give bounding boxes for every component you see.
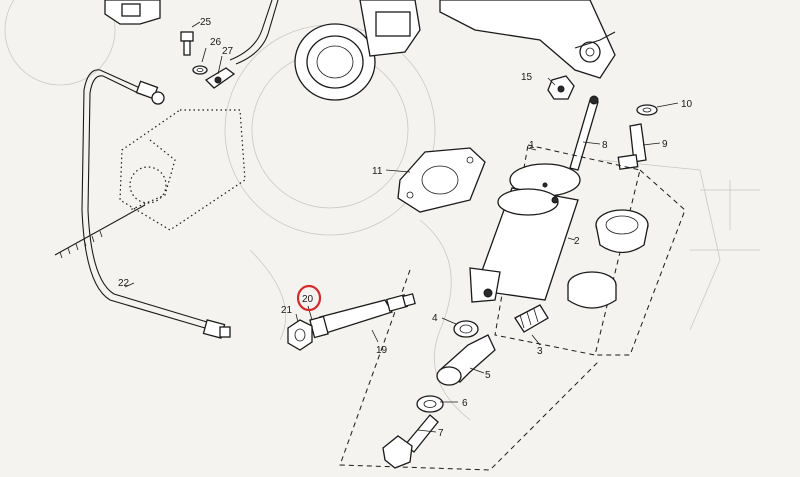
part-4-washer[interactable]: [453, 320, 479, 338]
callout-21[interactable]: 21: [281, 305, 293, 316]
upper-pipe: [229, 0, 273, 61]
part-15-nut[interactable]: [547, 75, 575, 100]
part-27-fork[interactable]: [204, 67, 236, 89]
part-25-bolt[interactable]: [180, 31, 194, 56]
callout-11[interactable]: 11: [372, 166, 383, 177]
part-22-pipe[interactable]: [81, 69, 231, 339]
background-engine-ghost: [4, 0, 760, 421]
piston-seal[interactable]: [567, 271, 617, 309]
top-left-bracket: [104, 0, 161, 25]
part-26-washer[interactable]: [192, 65, 208, 75]
part-21-nut[interactable]: [287, 319, 313, 351]
part-7-banjo-bolt[interactable]: [382, 414, 439, 469]
callout-3[interactable]: 3: [537, 346, 543, 357]
part-9-bolt[interactable]: [617, 123, 647, 170]
part-8-pushrod[interactable]: [569, 95, 599, 171]
callout-19[interactable]: 19: [376, 345, 388, 356]
callout-15[interactable]: 15: [521, 72, 533, 83]
threaded-rod: [54, 204, 146, 259]
part-3-bleed-nipple[interactable]: [514, 304, 549, 333]
callout-22[interactable]: 22: [118, 278, 130, 289]
part-19-hose[interactable]: [319, 293, 416, 334]
lever-bracket[interactable]: [439, 0, 616, 79]
part-1-slave-cylinder[interactable]: [469, 163, 581, 303]
pedal-box-dotted: [119, 109, 246, 231]
release-bearing[interactable]: [294, 0, 421, 101]
callout-5[interactable]: 5: [485, 370, 491, 381]
callout-25[interactable]: 25: [200, 17, 212, 28]
callout-8[interactable]: 8: [602, 140, 608, 151]
callout-2[interactable]: 2: [574, 236, 580, 247]
part-5-banjo[interactable]: [436, 334, 496, 386]
part-10-washer[interactable]: [636, 104, 658, 116]
callout-26[interactable]: 26: [210, 37, 222, 48]
callout-4[interactable]: 4: [432, 313, 438, 324]
part-11-gasket[interactable]: [397, 147, 486, 213]
highlight-circle-20: [296, 284, 322, 312]
part-2-piston[interactable]: [595, 209, 649, 254]
callout-1[interactable]: 1: [529, 140, 535, 151]
callout-20[interactable]: 20: [302, 294, 314, 305]
callout-7[interactable]: 7: [438, 428, 444, 439]
callout-labels: 25 26 27 15 10 9 8 1 11 2 3 4 5 6 7 19 2…: [118, 17, 693, 439]
part-6-washer[interactable]: [416, 395, 444, 413]
callout-27[interactable]: 27: [222, 46, 234, 57]
callout-9[interactable]: 9: [662, 139, 668, 150]
callout-10[interactable]: 10: [681, 99, 693, 110]
callout-6[interactable]: 6: [462, 398, 468, 409]
leader-lines: [124, 21, 679, 433]
